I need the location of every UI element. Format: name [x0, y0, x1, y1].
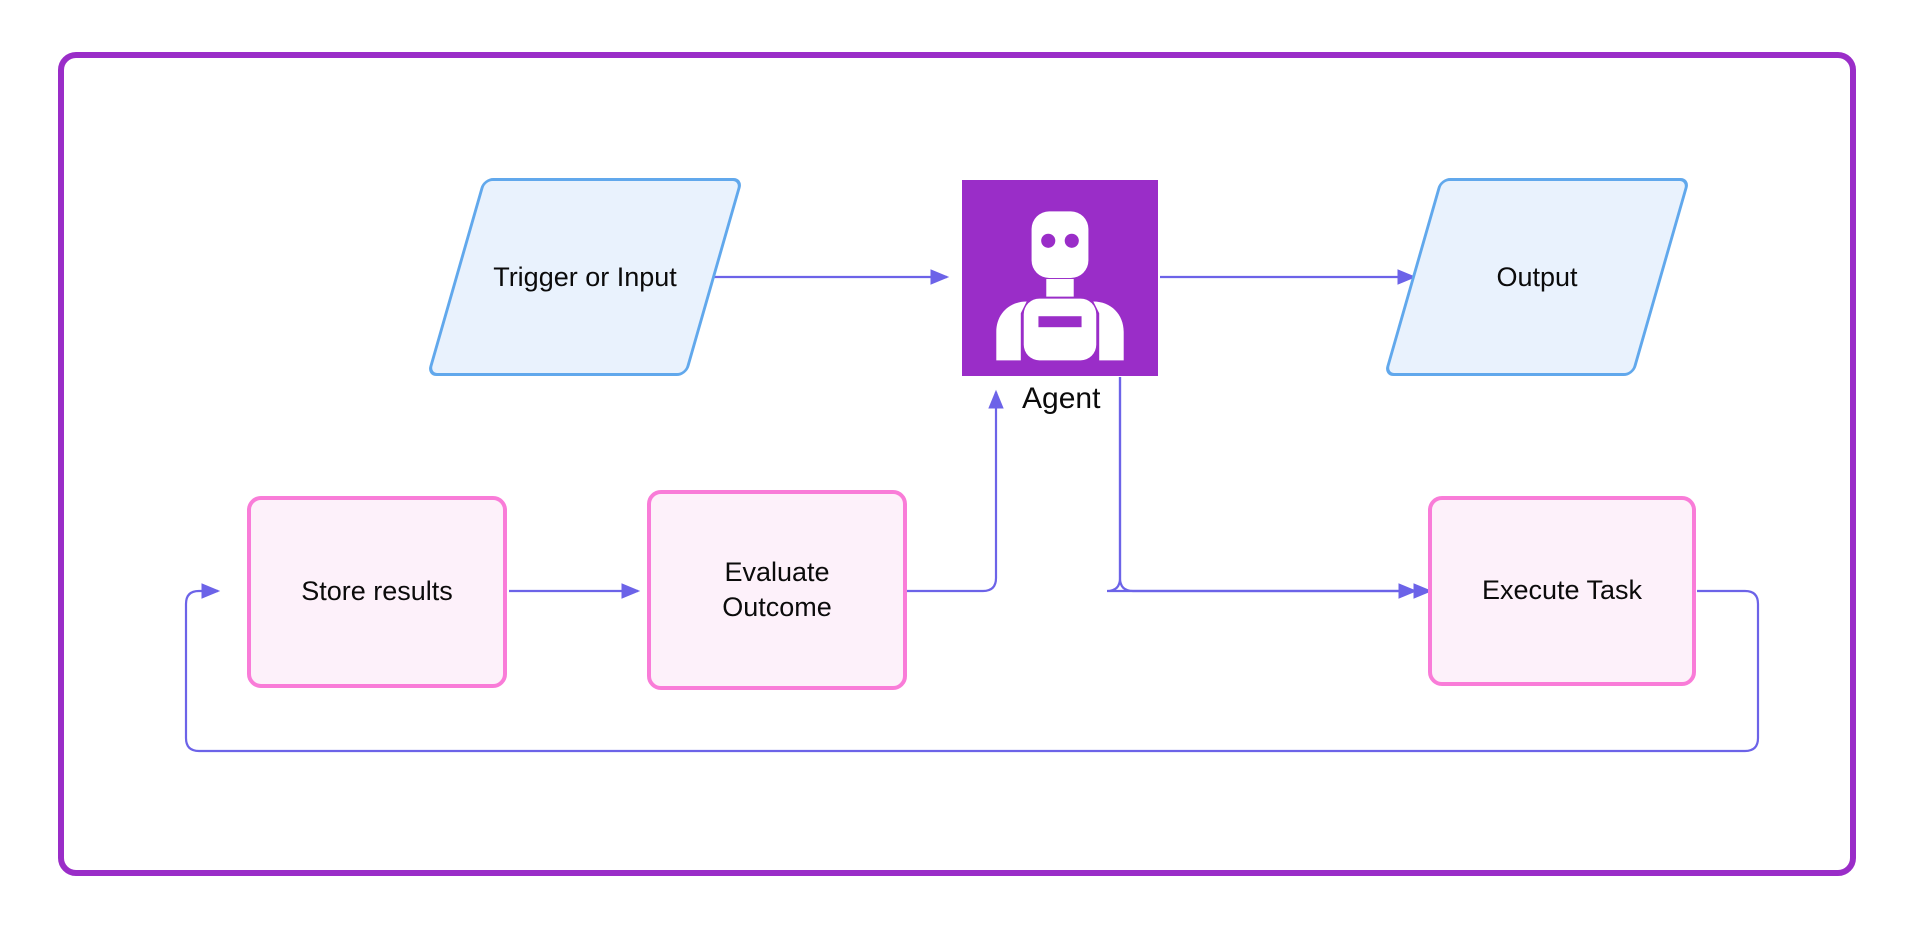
evaluate-outcome-label-line1: Evaluate	[724, 556, 830, 587]
agent-label: Agent	[1022, 382, 1101, 415]
evaluate-outcome-label-line2: Outcome	[722, 592, 832, 622]
node-trigger-or-input[interactable]: Trigger or Input	[426, 178, 744, 376]
node-evaluate-outcome[interactable]: Evaluate Outcome	[647, 490, 907, 690]
robot-icon	[996, 211, 1124, 361]
trigger-label: Trigger or Input	[493, 261, 677, 292]
node-execute-task[interactable]: Execute Task	[1428, 496, 1696, 686]
diagram-frame	[58, 52, 1856, 876]
store-results-label: Store results	[301, 576, 453, 607]
execute-task-label: Execute Task	[1481, 575, 1643, 606]
node-store-results[interactable]: Store results	[247, 496, 507, 688]
node-output[interactable]: Output	[1383, 178, 1691, 376]
output-label: Output	[1496, 261, 1578, 292]
node-agent[interactable]	[962, 180, 1158, 376]
